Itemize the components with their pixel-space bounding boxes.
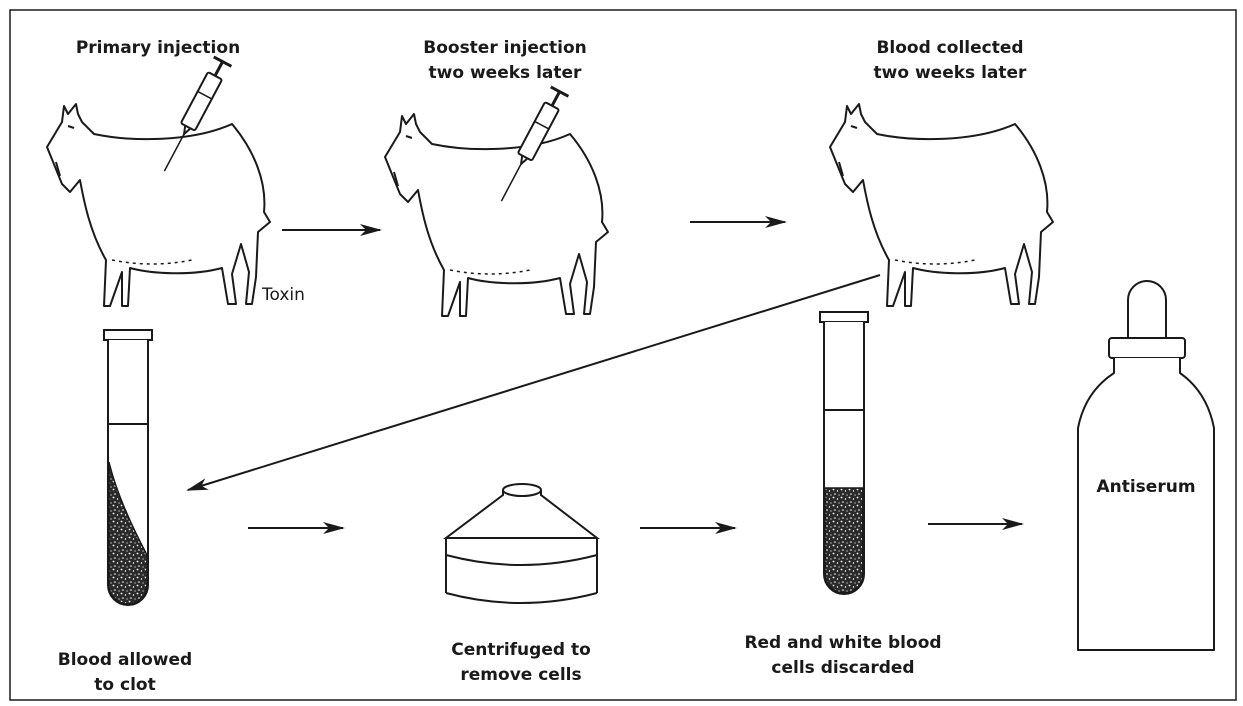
centrifuge — [446, 484, 597, 603]
label-collected-line2: two weeks later — [874, 63, 1027, 83]
syringe-booster — [493, 87, 569, 206]
label-booster-line2: two weeks later — [429, 63, 582, 83]
goat-booster — [385, 114, 608, 316]
label-toxin: Toxin — [261, 285, 305, 305]
antiserum-bottle: Antiserum — [1078, 281, 1214, 650]
label-antiserum: Antiserum — [1096, 477, 1195, 497]
label-discard-line1: Red and white blood — [744, 633, 941, 653]
label-centrifuge-line2: remove cells — [460, 665, 581, 685]
label-booster-line1: Booster injection — [423, 38, 587, 58]
label-collected-line1: Blood collected — [876, 38, 1023, 58]
label-primary-injection: Primary injection — [76, 38, 240, 58]
test-tube-clot — [104, 330, 152, 605]
label-centrifuge-line1: Centrifuged to — [451, 640, 591, 660]
test-tube-separated — [820, 312, 868, 594]
label-clot-line2: to clot — [94, 675, 155, 695]
syringe-primary — [156, 57, 232, 176]
goat-collected — [830, 104, 1053, 306]
label-clot-line1: Blood allowed — [58, 650, 192, 670]
label-discard-line2: cells discarded — [771, 658, 914, 678]
arrow-collected-to-clot — [188, 275, 880, 490]
goat-primary — [47, 104, 270, 306]
